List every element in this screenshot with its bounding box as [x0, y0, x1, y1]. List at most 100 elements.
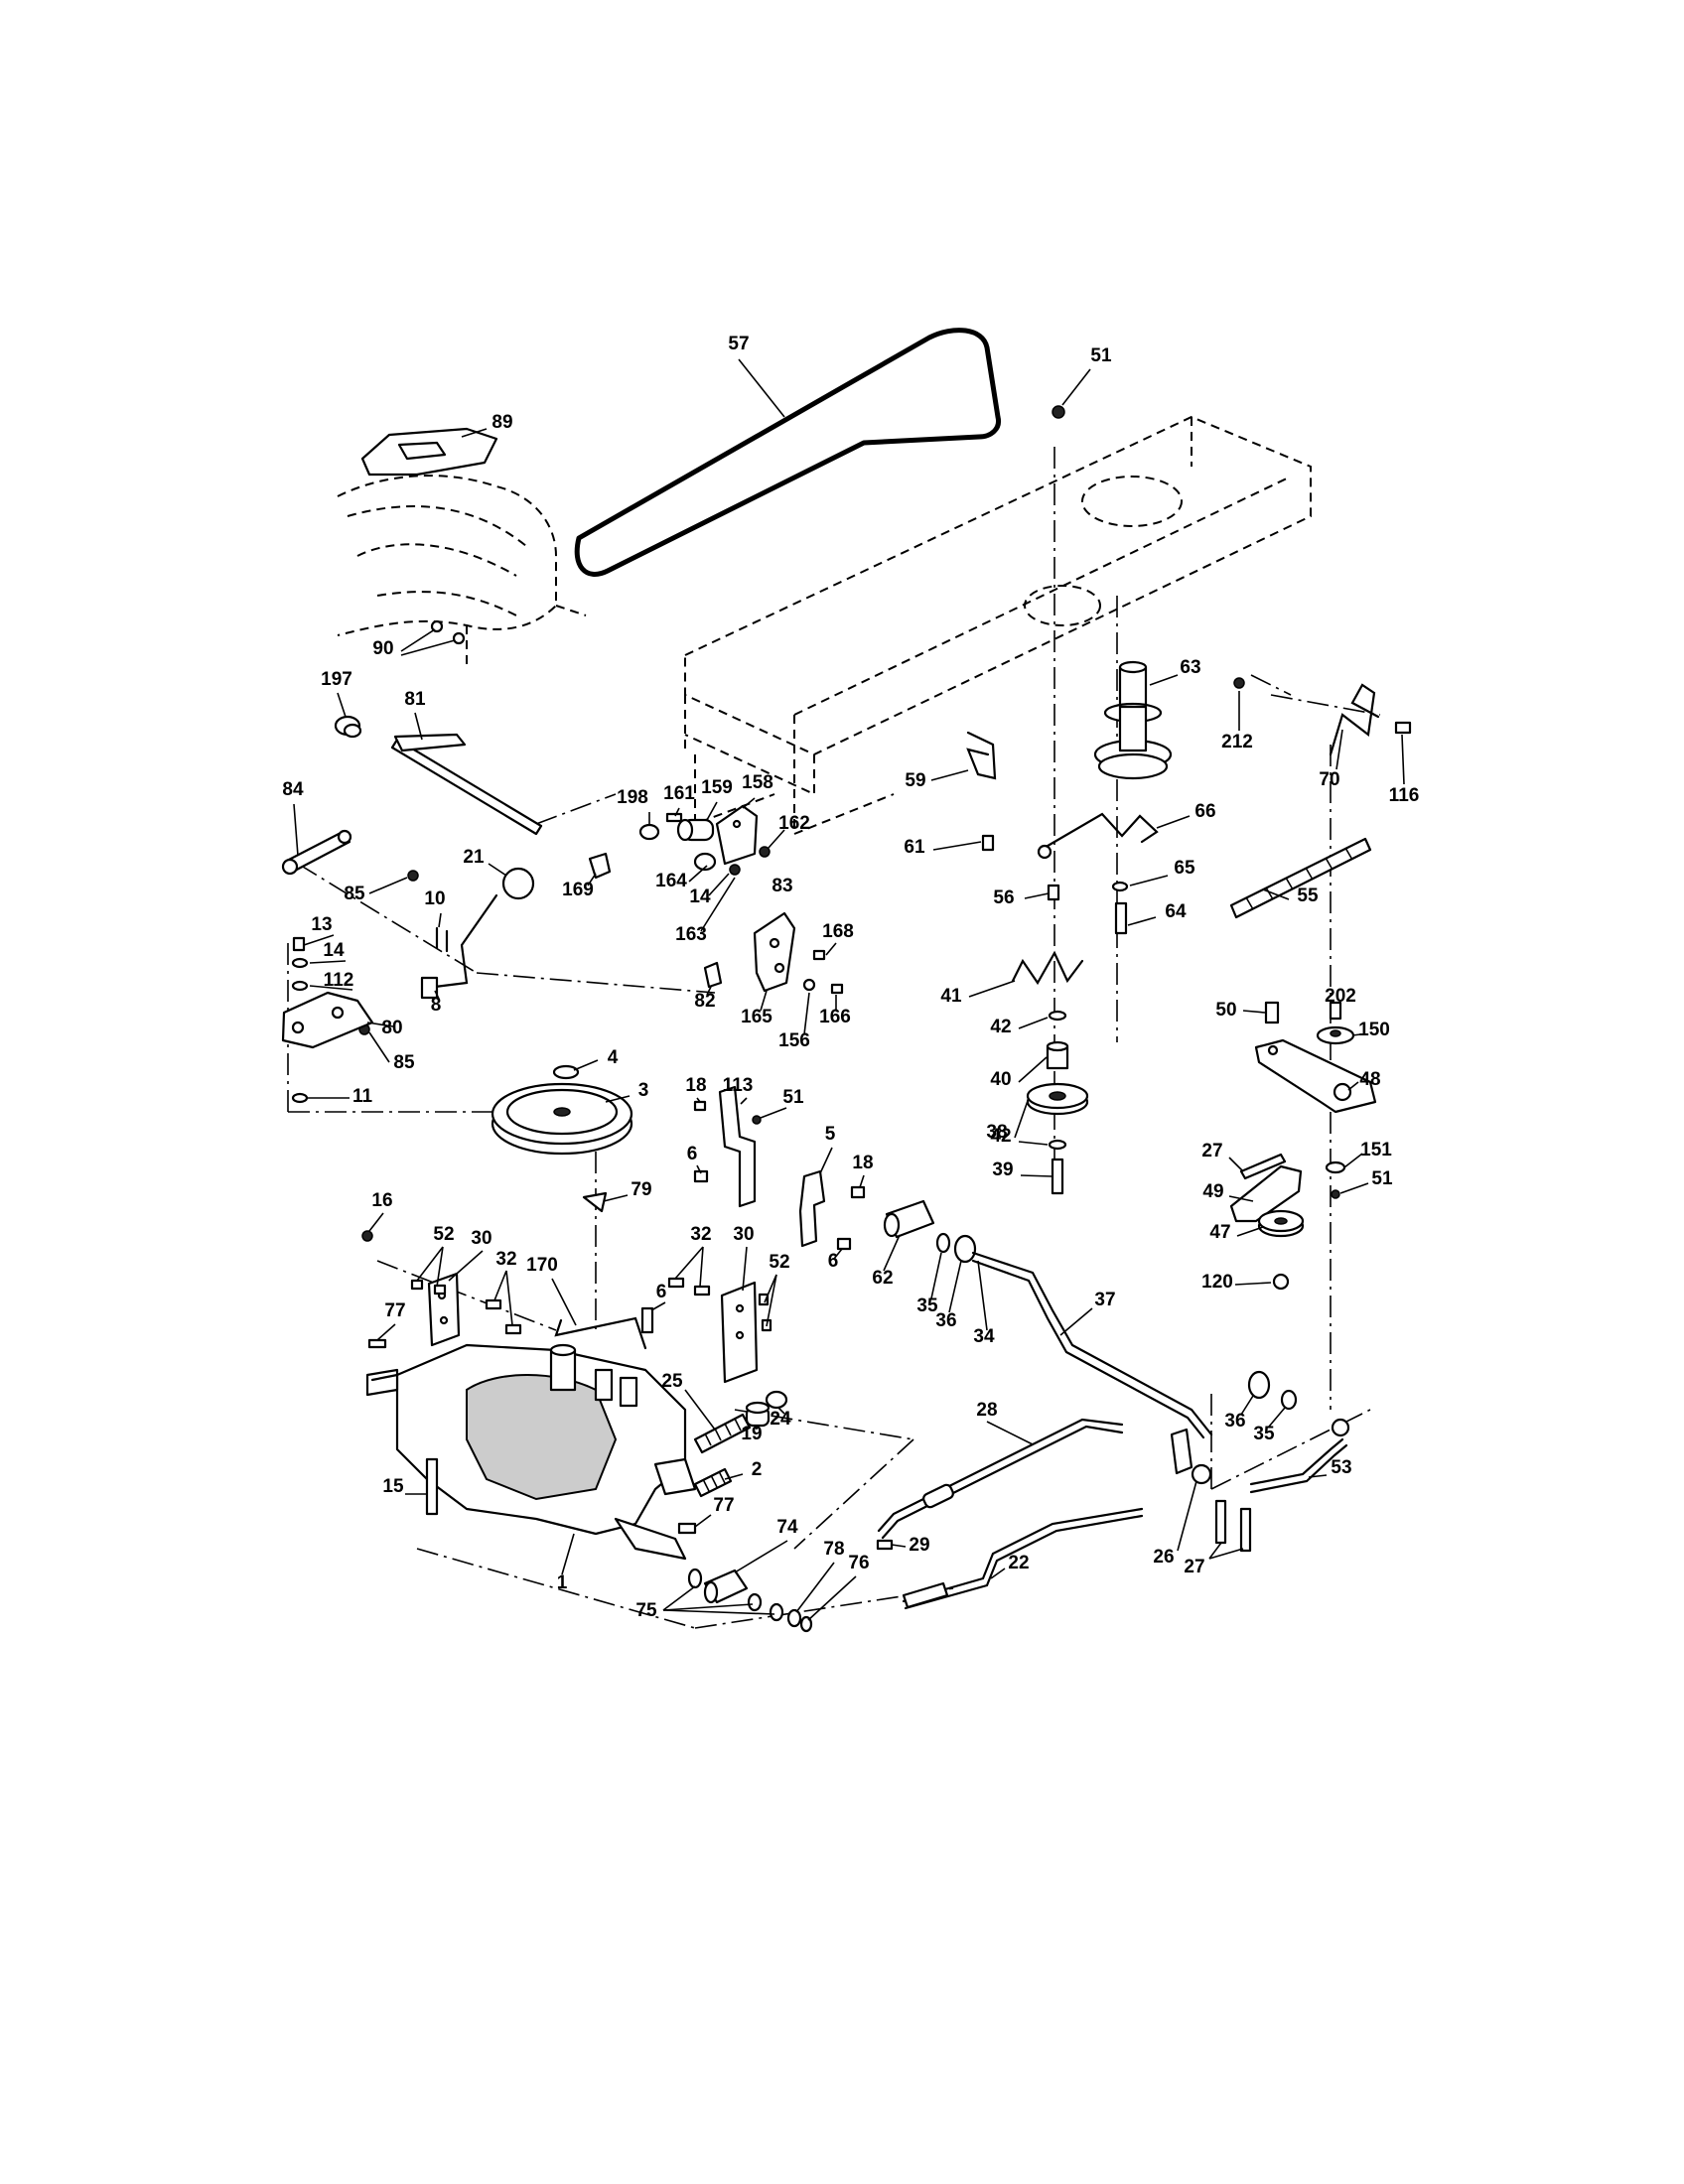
callout-36: 36	[935, 1310, 956, 1331]
callout-34: 34	[973, 1326, 995, 1347]
shaft-37	[971, 1251, 1213, 1436]
bolt-116	[1394, 721, 1412, 735]
spring-clip-70	[1329, 683, 1380, 756]
callout-165: 165	[741, 1007, 772, 1027]
callout-42b: 42	[990, 1126, 1011, 1147]
callout-30b: 30	[733, 1224, 754, 1245]
callout-158: 158	[742, 772, 773, 793]
callout-77: 77	[384, 1300, 405, 1321]
callout-35b: 35	[1253, 1424, 1275, 1444]
bolt-50	[1264, 1001, 1280, 1024]
callout-66: 66	[1194, 801, 1215, 822]
callout-19: 19	[741, 1424, 762, 1444]
callout-198: 198	[617, 787, 648, 808]
callout-113: 113	[723, 1075, 754, 1096]
callout-36b: 36	[1224, 1411, 1245, 1432]
pin-77	[367, 1338, 387, 1349]
pulley-3	[491, 1082, 633, 1156]
callout-35: 35	[916, 1296, 938, 1316]
washer-35b	[1280, 1389, 1298, 1411]
callout-3: 3	[638, 1080, 649, 1101]
bolt-64	[1114, 901, 1128, 935]
idler-bracket-48	[1254, 1038, 1377, 1114]
washer-151	[1325, 1160, 1346, 1174]
rod-28	[877, 1418, 1124, 1533]
bracket-80	[281, 991, 374, 1049]
bolt-56	[1047, 884, 1060, 901]
spindle-63	[1093, 660, 1173, 780]
nut-212	[1233, 677, 1245, 689]
callout-56: 56	[993, 887, 1014, 908]
callout-169: 169	[562, 880, 594, 900]
callout-38: 38	[986, 1122, 1007, 1143]
callout-13: 13	[311, 914, 332, 935]
bolt-18	[693, 1100, 707, 1112]
key-79	[582, 1191, 608, 1213]
washer-11	[291, 1092, 309, 1104]
bracket-49	[1229, 1164, 1303, 1223]
callout-16: 16	[371, 1190, 392, 1211]
callout-212: 212	[1221, 732, 1253, 752]
bolt-6b	[836, 1237, 852, 1251]
bracket-165	[753, 911, 796, 993]
callout-28: 28	[976, 1400, 997, 1421]
callout-57: 57	[728, 334, 749, 354]
callout-6: 6	[687, 1144, 698, 1164]
bolt-202	[1329, 1001, 1342, 1021]
callout-6c: 6	[656, 1282, 667, 1302]
callout-159: 159	[701, 777, 733, 798]
washer-36b	[1247, 1370, 1271, 1400]
clip-41	[1011, 950, 1084, 986]
callout-11: 11	[352, 1086, 373, 1107]
callout-90: 90	[372, 638, 393, 659]
washer-112	[291, 980, 309, 992]
pulley-47	[1257, 1209, 1305, 1238]
callout-42: 42	[990, 1017, 1011, 1037]
callout-74: 74	[776, 1517, 798, 1538]
callout-15: 15	[382, 1476, 404, 1497]
callout-79: 79	[631, 1179, 651, 1200]
callout-197: 197	[321, 669, 352, 690]
callout-75: 75	[635, 1600, 657, 1621]
washer-42b	[1048, 1139, 1067, 1151]
grip-28	[922, 1483, 954, 1509]
callout-63: 63	[1180, 657, 1200, 678]
nut-51	[1052, 405, 1065, 419]
fitting-169	[588, 852, 612, 880]
callout-166: 166	[819, 1007, 851, 1027]
pin-77b	[677, 1522, 697, 1535]
callout-18: 18	[685, 1075, 706, 1096]
spring-25	[693, 1413, 752, 1454]
callout-64: 64	[1165, 901, 1187, 922]
belt-57	[574, 328, 1002, 577]
callout-2: 2	[752, 1459, 763, 1480]
callout-150: 150	[1358, 1020, 1390, 1040]
rod-22-b	[904, 1514, 1144, 1610]
callout-52: 52	[433, 1224, 454, 1245]
callout-85b: 85	[393, 1052, 415, 1073]
plate-158	[715, 804, 759, 866]
shift-rod-81	[390, 733, 543, 836]
washer-65	[1111, 881, 1129, 892]
callout-14: 14	[689, 887, 711, 907]
callout-156: 156	[778, 1030, 810, 1051]
spring-2	[693, 1467, 733, 1498]
bolt-15	[425, 1457, 439, 1516]
callout-5: 5	[825, 1124, 836, 1145]
bolt-166	[830, 983, 844, 995]
callout-18b: 18	[852, 1153, 873, 1173]
callout-82: 82	[694, 991, 715, 1012]
nut-16	[361, 1230, 373, 1242]
nut-51b	[752, 1115, 762, 1125]
callout-85: 85	[344, 884, 365, 904]
callout-41: 41	[940, 986, 962, 1007]
transmission-1	[365, 1343, 697, 1561]
ring-4	[552, 1064, 580, 1080]
bracket-113	[718, 1085, 757, 1208]
bolt-61	[981, 834, 995, 852]
callout-6b: 6	[828, 1251, 839, 1272]
washer-156	[802, 978, 816, 992]
callout-70: 70	[1319, 769, 1339, 790]
callout-48: 48	[1359, 1069, 1380, 1090]
